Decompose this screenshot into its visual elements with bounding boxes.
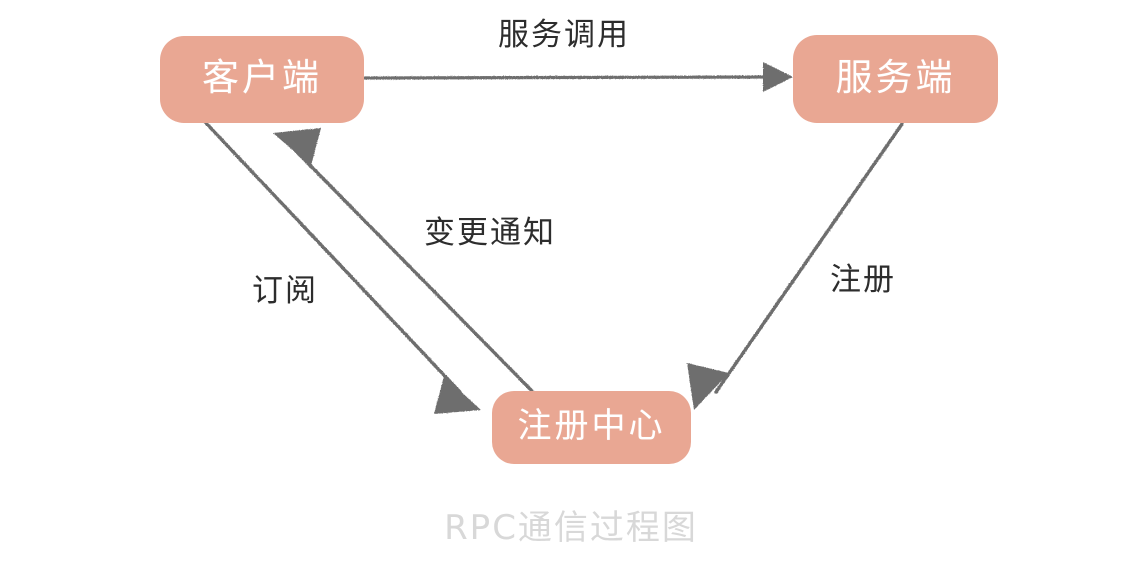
node-client-label: 客户端 [202, 56, 322, 99]
node-registry[interactable]: 注册中心 [492, 391, 691, 464]
arrowhead-service-call [763, 62, 793, 92]
edge-label-subscribe: 订阅 [252, 273, 318, 309]
edge-label-service-call: 服务调用 [498, 17, 630, 53]
edge-label-register: 注册 [830, 262, 896, 298]
arrowhead-change-notify [273, 128, 321, 166]
node-server[interactable]: 服务端 [793, 35, 998, 123]
edge-service-call [363, 62, 793, 92]
node-client[interactable]: 客户端 [160, 36, 364, 123]
edge-register [687, 122, 904, 410]
edge-label-change-notify: 变更通知 [424, 215, 556, 251]
edge-subscribe [203, 120, 481, 414]
edge-change-notify [273, 128, 535, 394]
arrowhead-register [687, 363, 729, 410]
arrowhead-subscribe [434, 376, 481, 414]
node-registry-label: 注册中心 [517, 405, 666, 446]
node-server-label: 服务端 [835, 55, 956, 99]
diagram-caption: RPC通信过程图 [444, 508, 698, 548]
